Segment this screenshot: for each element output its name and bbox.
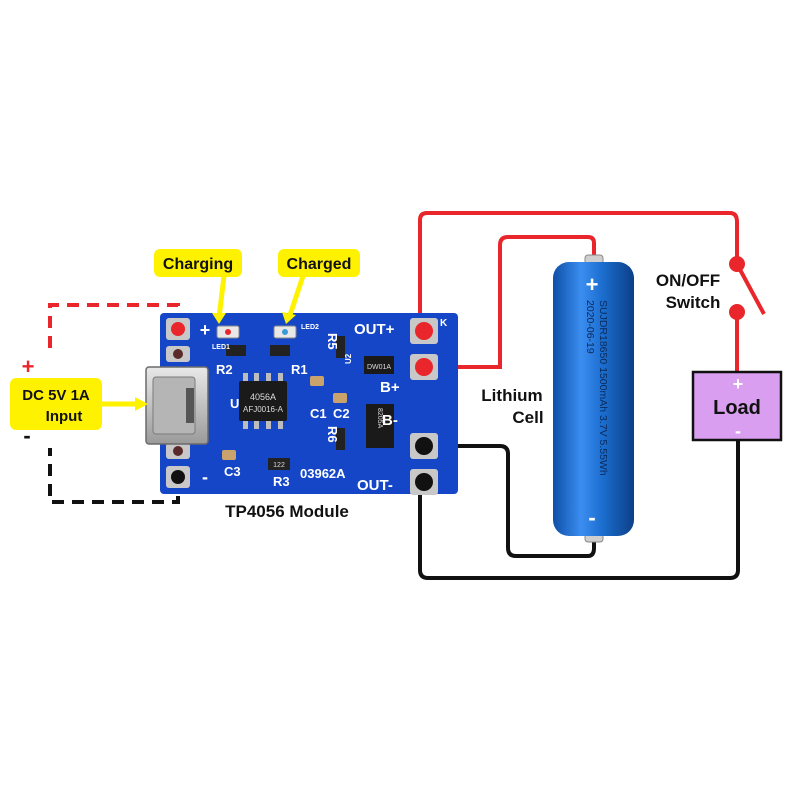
load-minus-sign: - bbox=[735, 421, 741, 441]
charging-callout: Charging bbox=[154, 249, 242, 324]
battery-print-line2: 2020-06-19 bbox=[584, 300, 596, 354]
dc-positive-wire-dashed bbox=[48, 303, 180, 350]
switch-label-line1: ON/OFF bbox=[656, 271, 720, 290]
board-c3: C3 bbox=[224, 464, 241, 479]
charged-callout: Charged bbox=[278, 249, 360, 324]
charging-label: Charging bbox=[163, 256, 233, 273]
cell-label-line1: Lithium bbox=[481, 386, 542, 405]
battery-positive-wire bbox=[424, 235, 596, 369]
board-r2: R2 bbox=[216, 362, 233, 377]
board-plus: + bbox=[200, 320, 211, 340]
board-u1: U bbox=[230, 396, 239, 411]
board-u2: U2 bbox=[344, 353, 353, 364]
board-led1: LED1 bbox=[212, 344, 230, 351]
micro-usb-port[interactable] bbox=[145, 366, 209, 445]
battery-plus-sign: + bbox=[586, 272, 599, 297]
board-r6: R6 bbox=[325, 426, 340, 443]
module-caption: TP4056 Module bbox=[225, 502, 349, 521]
board-k: K bbox=[440, 318, 448, 329]
board-led2: LED2 bbox=[301, 324, 319, 331]
board-r1: R1 bbox=[291, 362, 308, 377]
switch-label-line2: Switch bbox=[666, 293, 721, 312]
battery-negative-wire bbox=[424, 444, 596, 558]
mosfet-marking: 8205A bbox=[376, 408, 383, 429]
board-b-minus: B- bbox=[382, 412, 398, 429]
tp4056-ic: 4056A AFJ0016-A bbox=[239, 373, 287, 429]
ic-marking-line2: AFJ0016-A bbox=[243, 405, 284, 414]
dc-plus-sign: + bbox=[22, 354, 35, 379]
load-box: + Load - bbox=[691, 370, 783, 442]
battery-print-line1: SUJDR18650 1500mAh 3.7V 5.55Wh bbox=[597, 300, 609, 476]
load-plus-sign: + bbox=[733, 374, 744, 394]
dw01a-ic: DW01A bbox=[364, 356, 394, 374]
ic-marking-line1: 4056A bbox=[250, 392, 276, 402]
charged-label: Charged bbox=[287, 256, 352, 273]
dc-minus-sign: - bbox=[23, 423, 30, 448]
lithium-battery: + - SUJDR18650 1500mAh 3.7V 5.55Wh 2020-… bbox=[553, 254, 634, 543]
mosfet-8205a: 8205A bbox=[366, 404, 394, 448]
board-r5: R5 bbox=[325, 333, 340, 350]
board-out-minus: OUT- bbox=[357, 477, 393, 494]
load-negative-wire bbox=[418, 440, 740, 580]
out-positive-wire bbox=[418, 211, 739, 330]
board-c1: C1 bbox=[310, 406, 327, 421]
board-out-plus: OUT+ bbox=[354, 321, 395, 338]
board-b-plus: B+ bbox=[380, 379, 400, 396]
load-label: Load bbox=[713, 397, 761, 419]
prot-ic-marking: DW01A bbox=[367, 364, 391, 371]
board-code: 03962A bbox=[300, 466, 346, 481]
board-minus: - bbox=[202, 467, 208, 487]
resistor-code: 122 bbox=[273, 462, 285, 469]
battery-minus-sign: - bbox=[588, 505, 595, 530]
cell-label-line2: Cell bbox=[512, 408, 543, 427]
tp4056-board: 122 4056A AFJ0016-A DW01A bbox=[145, 313, 458, 495]
on-off-switch[interactable] bbox=[729, 256, 766, 320]
dc-input-callout: DC 5V 1A Input bbox=[10, 378, 148, 430]
board-r3: R3 bbox=[273, 474, 290, 489]
board-c2: C2 bbox=[333, 406, 350, 421]
dc-negative-wire-dashed bbox=[48, 448, 180, 504]
dc-input-label-line2: Input bbox=[46, 408, 83, 425]
dc-input-label-line1: DC 5V 1A bbox=[22, 387, 90, 404]
